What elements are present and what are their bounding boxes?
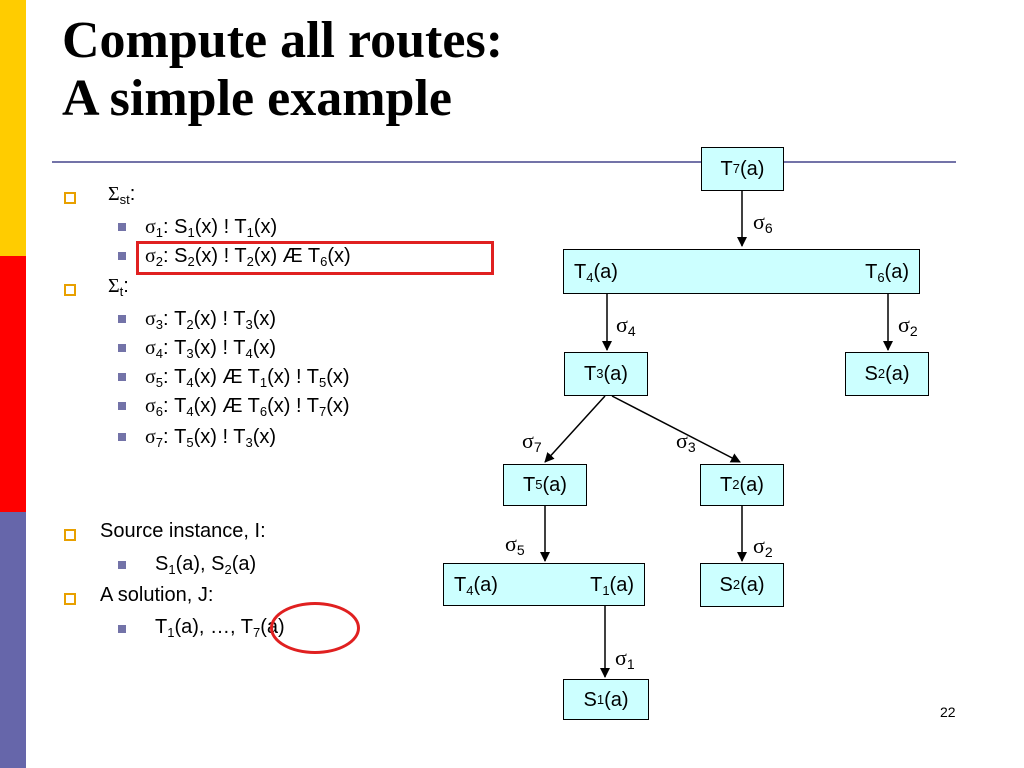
stripe-blue — [0, 512, 26, 768]
edge-label-sigma-3: σ3 — [676, 428, 696, 455]
edge-t3-t5 — [544, 395, 606, 463]
title-line-1: Compute all routes: — [62, 12, 504, 69]
edge-label-sigma-1: σ1 — [615, 645, 635, 672]
bullet-filled-icon — [118, 433, 126, 441]
bullet-filled-icon — [118, 252, 126, 260]
source-instance-label: Source instance, I: — [100, 520, 266, 542]
rule-sigma-5: σ5: T4(x) Æ T1(x) ! T5(x) — [145, 366, 350, 390]
rule-sigma-4: σ4: T3(x) ! T4(x) — [145, 337, 277, 361]
solution-label: A solution, J: — [100, 584, 214, 606]
edge-label-sigma-7: σ7 — [522, 428, 542, 455]
stripe-red — [0, 256, 26, 512]
source-instance-value: S1(a), S2(a) — [155, 553, 257, 577]
edge-label-sigma-5: σ5 — [505, 531, 525, 558]
sigma-t-heading: Σt: — [108, 275, 129, 299]
node-t6: T6(a) — [865, 260, 909, 285]
edge-label-sigma-2-bottom: σ2 — [753, 533, 773, 560]
bullet-filled-icon — [118, 373, 126, 381]
bullet-filled-icon — [118, 344, 126, 352]
stripe-yellow — [0, 0, 26, 256]
node-t4-bottom: T4(a) — [454, 573, 498, 598]
node-t1: T1(a) — [590, 573, 634, 598]
node-t4: T4(a) — [574, 260, 618, 285]
bullet-filled-icon — [118, 561, 126, 569]
rule-sigma-7: σ7: T5(x) ! T3(x) — [145, 426, 277, 450]
edge-label-sigma-4: σ4 — [616, 312, 636, 339]
title-divider — [52, 161, 956, 163]
title-line-2: A simple example — [62, 70, 452, 127]
sigma-st-heading: Σst: — [108, 183, 136, 207]
bullet-filled-icon — [118, 625, 126, 633]
bullet-filled-icon — [118, 223, 126, 231]
bullet-filled-icon — [118, 402, 126, 410]
bullet-square-icon — [64, 284, 76, 296]
rule-sigma-2: σ2: S2(x) ! T2(x) Æ T6(x) — [145, 245, 351, 269]
rule-sigma-1: σ1: S1(x) ! T1(x) — [145, 216, 278, 240]
rule-sigma-6: σ6: T4(x) Æ T6(x) ! T7(x) — [145, 395, 350, 419]
bullet-list: Σst: σ1: S1(x) ! T1(x) σ2: S2(x) ! T2(x)… — [0, 0, 500, 700]
node-t4-t6: T4(a) T6(a) — [563, 249, 920, 294]
highlight-ellipse — [270, 602, 360, 654]
slide-title: Compute all routes: A simple example — [62, 12, 503, 128]
edge-label-sigma-2-top: σ2 — [898, 312, 918, 339]
highlight-box — [136, 241, 494, 275]
bullet-square-icon — [64, 529, 76, 541]
bullet-square-icon — [64, 192, 76, 204]
node-t4-t1: T4(a) T1(a) — [443, 563, 645, 606]
bullet-square-icon — [64, 593, 76, 605]
edge-label-sigma-6: σ6 — [753, 209, 773, 236]
page-number: 22 — [940, 704, 956, 720]
bullet-filled-icon — [118, 315, 126, 323]
solution-value: T1(a), …, T7(a) — [155, 616, 285, 640]
rule-sigma-3: σ3: T2(x) ! T3(x) — [145, 308, 277, 332]
